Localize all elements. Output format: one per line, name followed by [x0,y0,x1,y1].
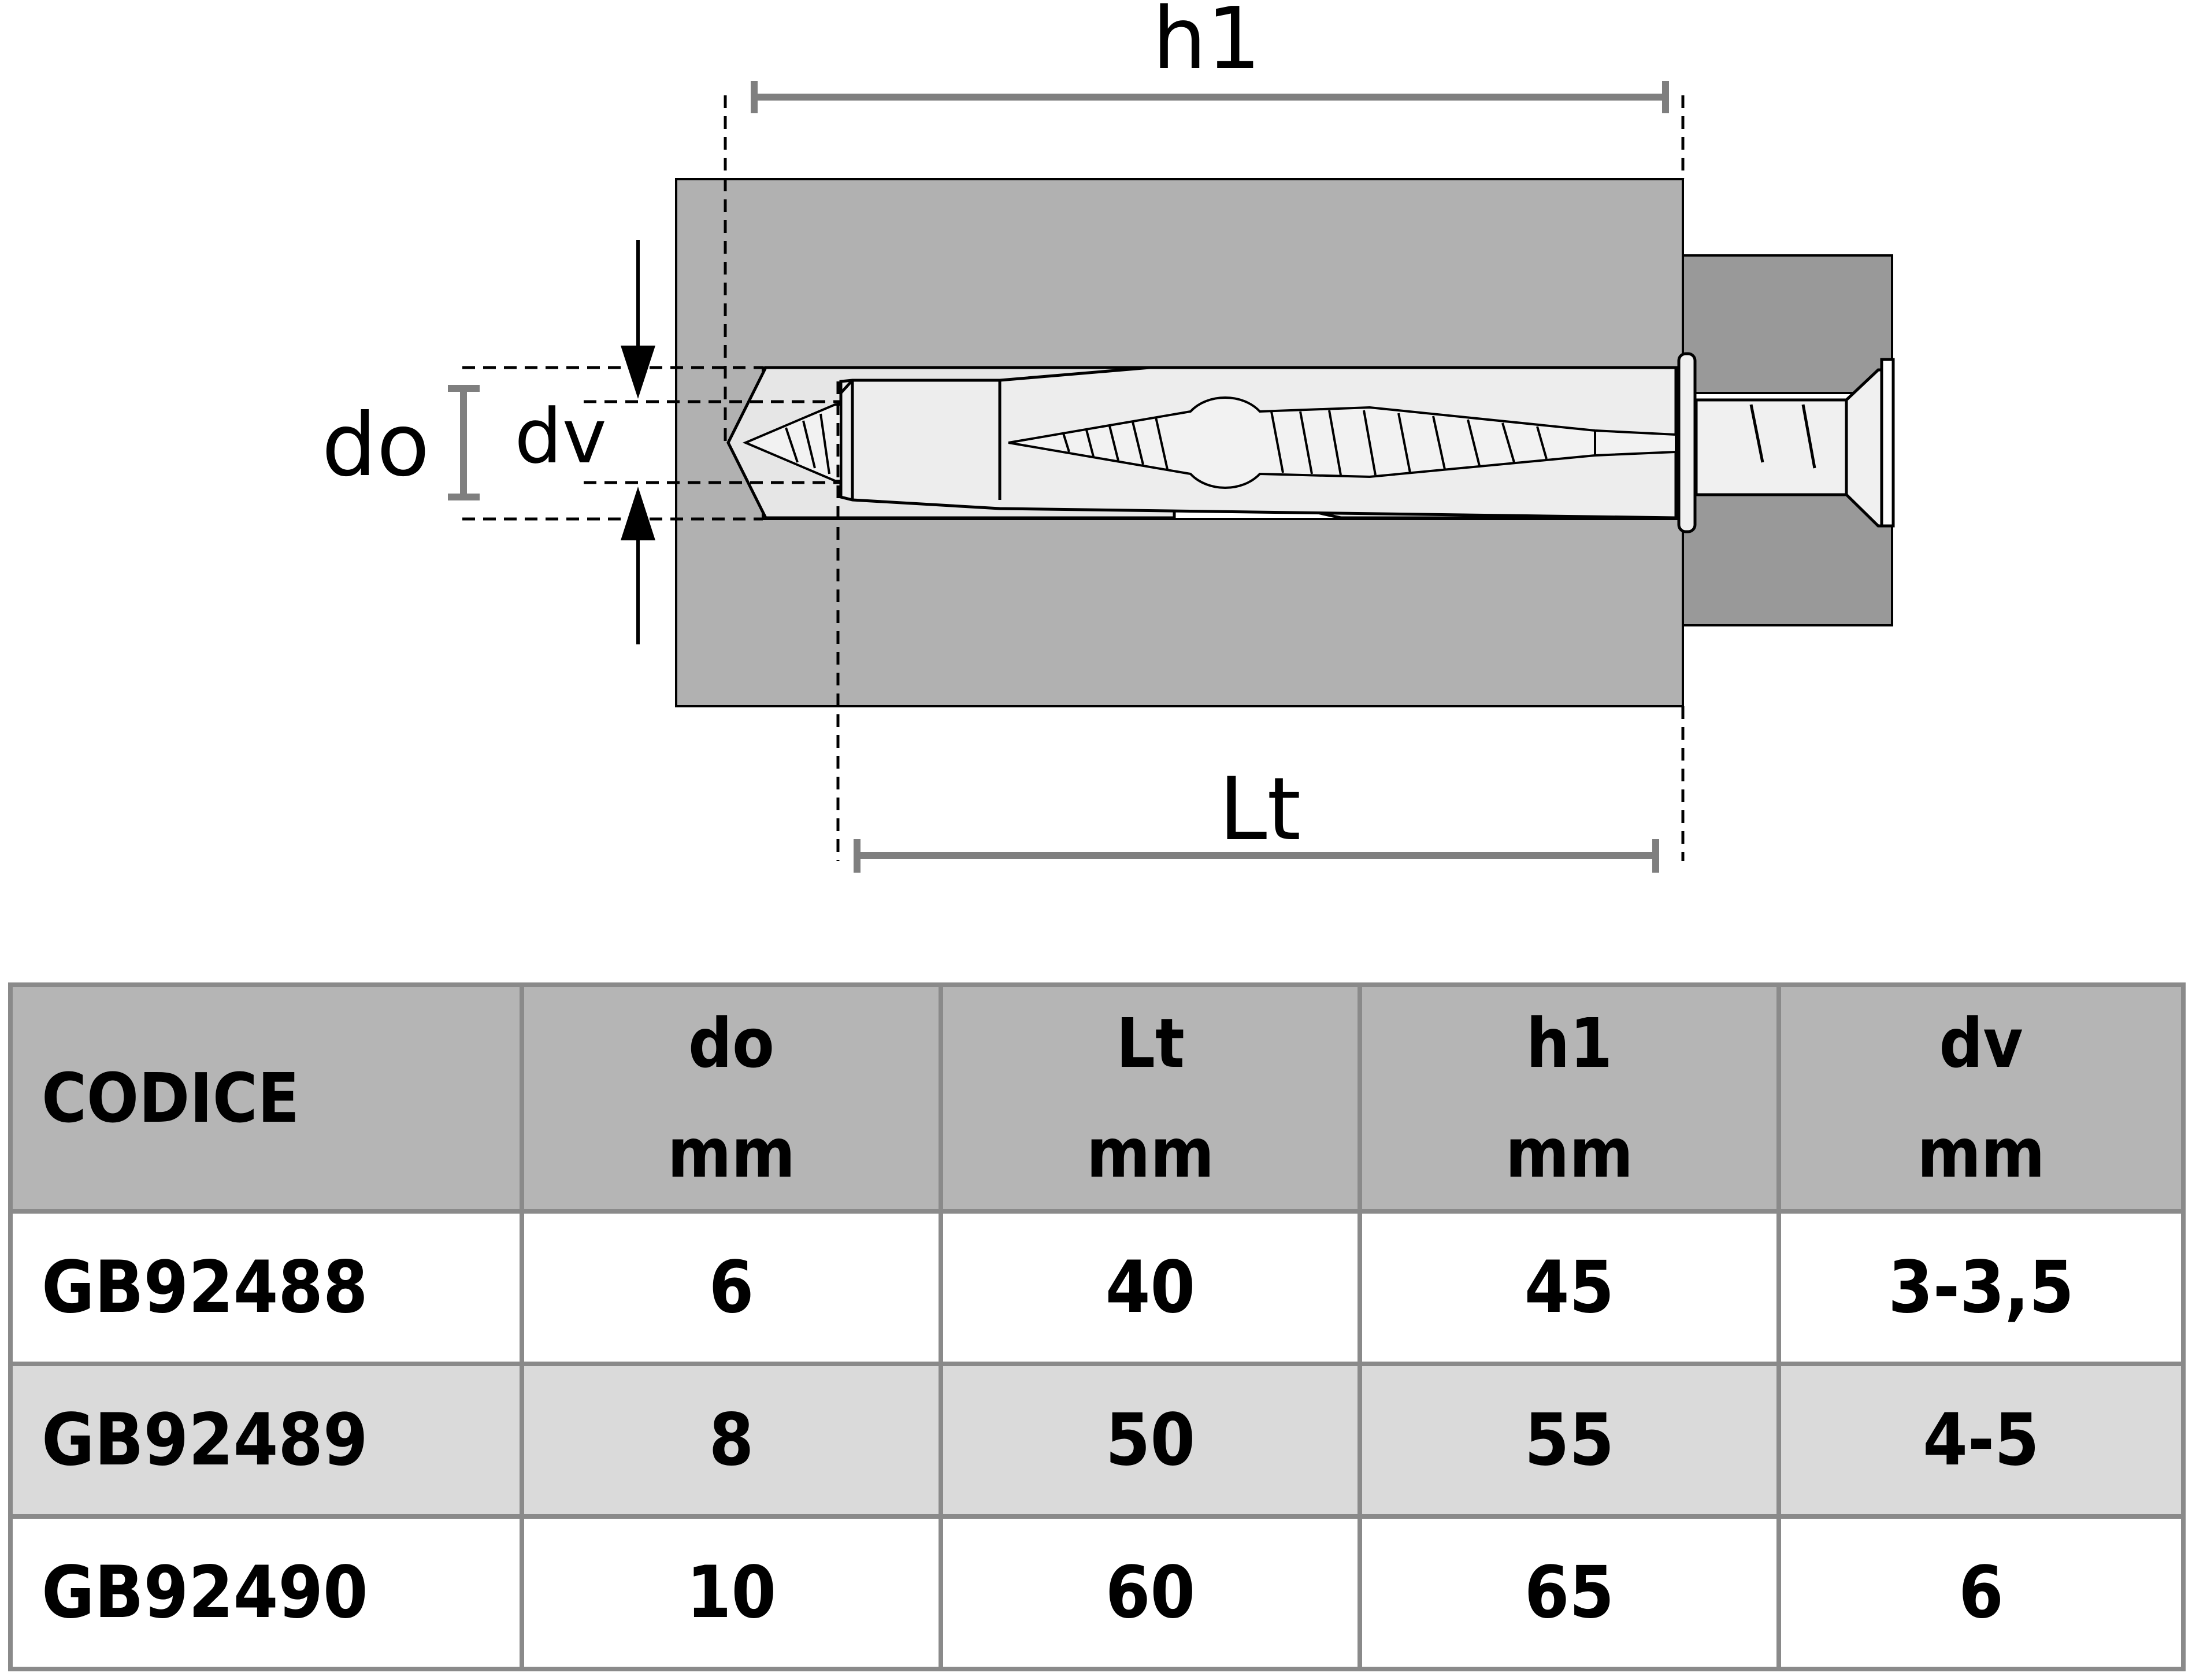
do-dimension-bracket [448,385,480,500]
dimension-extension-lines [462,95,1685,861]
cell-codice: GB92490 [8,1514,524,1671]
cell-h1: 45 [1358,1209,1781,1366]
header-codice: CODICE [8,982,524,1214]
screw-tip [742,403,842,482]
cell-codice: GB92488 [8,1209,524,1366]
cell-dv: 3-3,5 [1776,1209,2186,1366]
h1-label: h1 [1152,0,1261,88]
cell-codice: GB92489 [8,1362,524,1519]
cell-do: 10 [520,1514,943,1671]
cell-lt: 60 [939,1514,1362,1671]
dv-label: dv [514,392,606,480]
cell-dv: 4-5 [1776,1362,2186,1519]
cell-do: 8 [520,1362,943,1519]
cell-do: 6 [520,1209,943,1366]
lt-label: Lt [1219,759,1301,860]
do-label: do [322,395,430,496]
cell-dv: 6 [1776,1514,2186,1671]
cell-lt: 40 [939,1209,1362,1366]
h1-dimension-line [751,81,1669,113]
table-row: GB92490 10 60 65 6 [8,1514,2186,1671]
dv-arrows [621,240,655,644]
lt-dimension-line [854,839,1659,873]
screw-thread [1008,396,1677,489]
cell-h1: 65 [1358,1514,1781,1671]
table-row: GB92488 6 40 45 3-3,5 [8,1209,2186,1366]
table-row: GB92489 8 50 55 4-5 [8,1362,2186,1519]
anchor-dimension-diagram: h1 Lt do dv [322,0,1895,873]
cell-h1: 55 [1358,1362,1781,1519]
screw-head [1677,352,1895,533]
cell-lt: 50 [939,1362,1362,1519]
